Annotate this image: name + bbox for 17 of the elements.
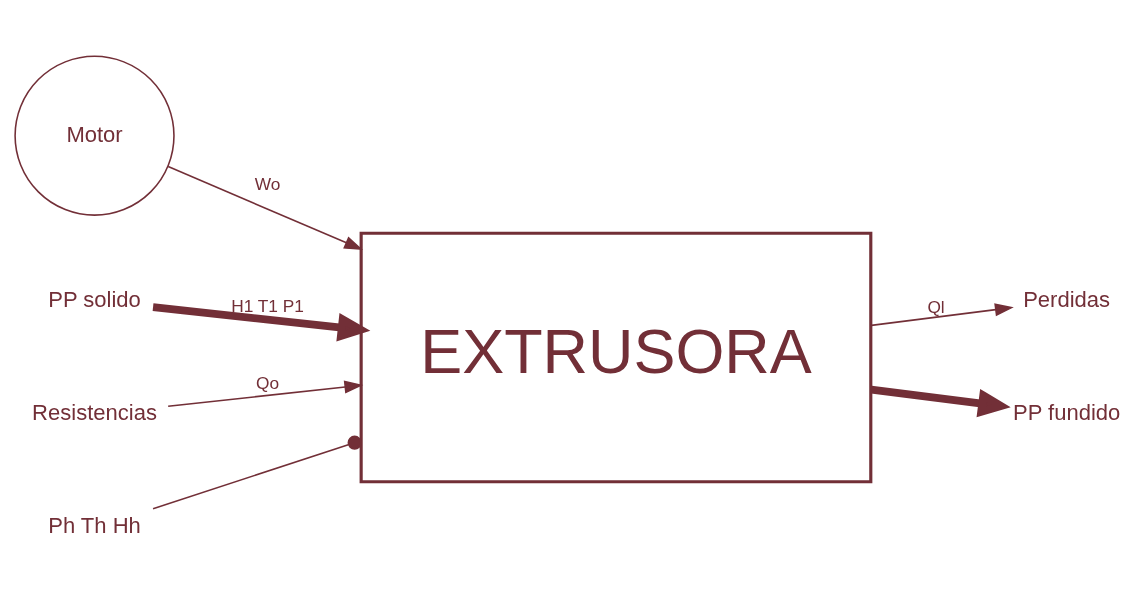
arrow <box>870 303 1014 327</box>
node-box: EXTRUSORA <box>359 231 873 484</box>
node-text: Perdidas <box>1023 286 1111 312</box>
arrow <box>167 165 364 250</box>
arrow <box>870 385 1011 418</box>
connector <box>152 435 362 510</box>
node-circle: Motor <box>14 55 175 216</box>
node-text: Resistencias <box>32 399 157 425</box>
arrow <box>167 380 364 408</box>
edge-label: H1 T1 P1 <box>231 295 304 316</box>
arrow <box>152 303 371 342</box>
node-text: Ph Th Hh <box>48 513 141 539</box>
node-text: PP fundido <box>1012 399 1121 425</box>
edge-label: Wo <box>254 174 281 195</box>
edge-label: Ql <box>927 297 945 318</box>
edge-label: Qo <box>256 372 280 393</box>
node-text: PP solido <box>48 286 141 312</box>
